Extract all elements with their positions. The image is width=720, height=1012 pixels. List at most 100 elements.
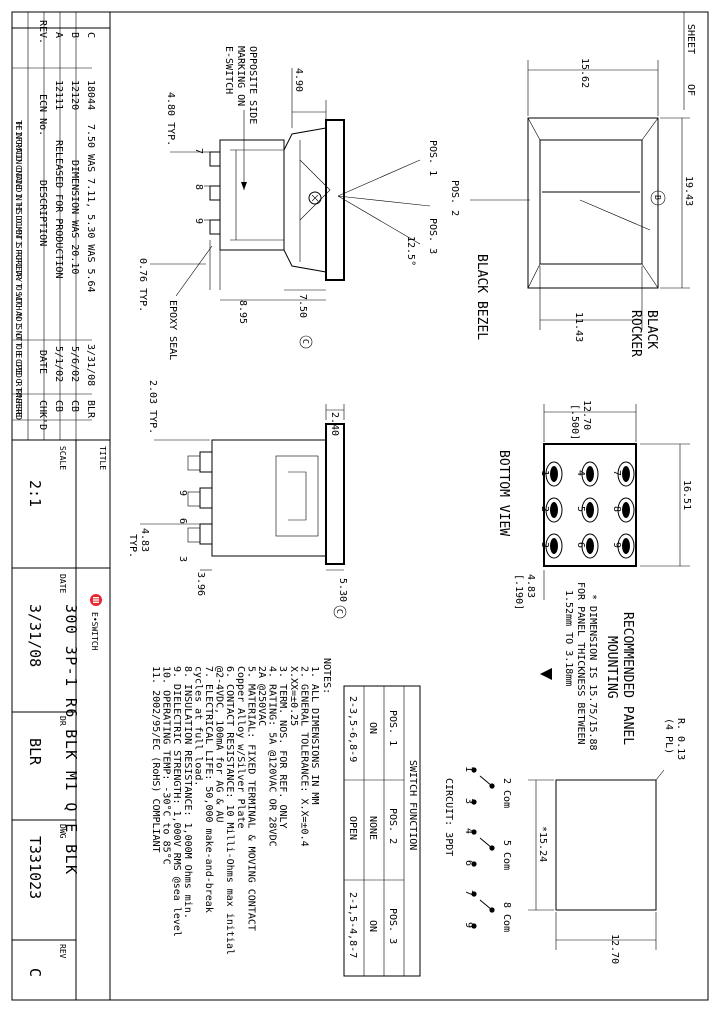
terminal-outline <box>617 497 635 523</box>
terminal-label: 9 <box>611 542 622 548</box>
pin-9: 9 <box>193 218 204 224</box>
dim-076: 0.76 TYP. <box>137 258 148 312</box>
note-line: X.XX=±0.25 <box>288 666 299 726</box>
marking-line-3: OPPOSITE SIDE <box>247 46 258 124</box>
ecn-header: ECN No. <box>37 94 48 136</box>
terminal-label: 3 <box>539 542 550 548</box>
circuit-contact <box>471 767 477 773</box>
dim-490: 4.90 <box>293 68 304 92</box>
panel-mounting: RECOMMENDED PANEL MOUNTING * DIMENSION I… <box>528 582 686 964</box>
terminal-label: 6 <box>575 542 586 548</box>
rev-header: REV. <box>37 20 48 44</box>
terminal-outline <box>545 533 563 559</box>
desc-c: 7.50 WAS 7.11, 5.30 WAS 5.64 <box>85 124 96 293</box>
sf-title: SWITCH FUNCTION <box>407 760 418 850</box>
notes-title: NOTES: <box>321 658 332 694</box>
chkd-a: CB <box>53 400 64 412</box>
dim-530: 5.30 <box>337 578 348 602</box>
sf-r1c2: NONE <box>367 816 378 840</box>
scale-value: 2:1 <box>26 480 44 507</box>
circuit-label: 3 <box>463 798 474 804</box>
note-line: 1. ALL DIMENSIONS IN MM <box>309 666 320 804</box>
circuit-title: CIRCUIT: 3PDT <box>443 778 454 856</box>
note-line: 10. OPERATING TEMP: -30°C to 85°C <box>161 666 172 865</box>
circuit-blade <box>479 775 493 787</box>
sheet-label: SHEET <box>685 24 696 54</box>
circuit-contact <box>471 891 477 897</box>
note-line: 6. CONTACT RESISTANCE: 10 Milli-Ohms max… <box>224 666 235 955</box>
end-view: 2.40 2.03 TYP. 9 6 3 4.83 TYP. 3.96 5.30… <box>127 380 348 619</box>
panel-note-3: 1.52mm TO 3.18mm <box>563 590 574 686</box>
pin-7: 7 <box>193 148 204 154</box>
bottom-view-label: BOTTOM VIEW <box>496 450 511 536</box>
rev-mark-530: C <box>335 609 344 614</box>
chkd-c: BLR <box>85 400 96 419</box>
circuit-blade <box>479 837 493 849</box>
terminal-outline <box>581 461 599 487</box>
date-c: 3/31/08 <box>85 344 96 386</box>
terminal-outline <box>545 497 563 523</box>
dwg-label: DWG <box>58 824 67 839</box>
rev-mark-750: C <box>301 339 310 344</box>
dim-203: 2.03 TYP. <box>147 380 158 434</box>
endpin-3: 3 <box>177 556 188 562</box>
terminal-pin <box>550 466 558 482</box>
circuit-contact <box>471 829 477 835</box>
circuit-label: 5 Com <box>501 840 512 870</box>
terminal-pin <box>622 466 630 482</box>
dr-label: DR <box>58 716 67 726</box>
note-line: @2-4VDC, 100mA for AG & AU <box>214 666 225 823</box>
dim-1270: 12.70 <box>581 400 592 430</box>
sf-r1c1: ON <box>367 722 378 734</box>
dim-1270-panel: 12.70 <box>609 934 620 964</box>
dim-396: 3.96 <box>195 572 206 596</box>
dim-1562: 15.62 <box>579 58 590 88</box>
terminal-label: 1 <box>539 470 550 476</box>
pin-8: 8 <box>193 184 204 190</box>
panel-note-2: FOR PANEL THICKNESS BETWEEN <box>575 582 586 745</box>
terminal-pin <box>586 466 594 482</box>
epoxy-label: EPOXY SEAL <box>167 300 178 360</box>
title-label: TITLE <box>98 446 107 470</box>
chkd-header: CHK'D <box>37 400 48 430</box>
terminal-outline <box>581 533 599 559</box>
terminal-label: 2 <box>539 506 550 512</box>
circuit-label: 2 Com <box>501 778 512 808</box>
side-view: 4.90 E-SWITCH MARKING ON OPPOSITE SIDE 4… <box>137 46 460 360</box>
terminal-label: 4 <box>575 470 586 476</box>
rev-value: C <box>26 968 44 977</box>
terminal-pin <box>550 538 558 554</box>
dim-483-a: 4.83 <box>139 528 150 552</box>
sf-h2: POS. 2 <box>387 808 398 844</box>
sheet-box: SHEET OF <box>683 12 696 110</box>
panel-note-1: * DIMENSION IS 15.75/15.88 <box>587 594 598 751</box>
dr-value: BLR <box>26 738 44 766</box>
sf-r2c1: 2-3,5-6,8-9 <box>347 696 358 762</box>
circuit-label: 7 <box>463 890 474 896</box>
terminal-pin <box>586 502 594 518</box>
switch-function-table: SWITCH FUNCTION POS. 1 POS. 2 POS. 3 ON … <box>343 685 421 977</box>
circuit-contact <box>471 923 477 929</box>
terminal-outline <box>617 461 635 487</box>
ecn-a: 12111 <box>53 80 64 110</box>
terminal-label: 5 <box>575 506 586 512</box>
dim-895: 8.95 <box>237 300 248 324</box>
circuit-blade <box>479 899 493 911</box>
rocker-line-2: ROCKER <box>628 310 643 357</box>
logo-text: E•SWITCH <box>90 612 99 651</box>
note-line: 5. MATERIAL: FIXED TERMINAL & MOVING CON… <box>245 666 256 931</box>
sf-r2c3: 2-1,5-4,8-7 <box>347 892 358 958</box>
note-line: 2. GENERAL TOLERANCE: X.X=±0.4 <box>298 666 309 847</box>
circuit-contact <box>471 799 477 805</box>
rocker-line-1: BLACK <box>644 310 659 349</box>
desc-b: DIMENSION WAS 20.10 <box>69 160 80 274</box>
dim-190: [.190] <box>513 574 524 610</box>
front-view: 15.62 19.43 11.43 B BLACK ROCKER BLACK B… <box>470 58 694 357</box>
sf-r1c3: ON <box>367 920 378 932</box>
desc-a: RELEASED FOR PRODUCTION <box>53 140 64 278</box>
terminal-outline <box>617 533 635 559</box>
of-label: OF <box>685 84 696 96</box>
dim-r013: R. 0.13 <box>675 718 686 760</box>
